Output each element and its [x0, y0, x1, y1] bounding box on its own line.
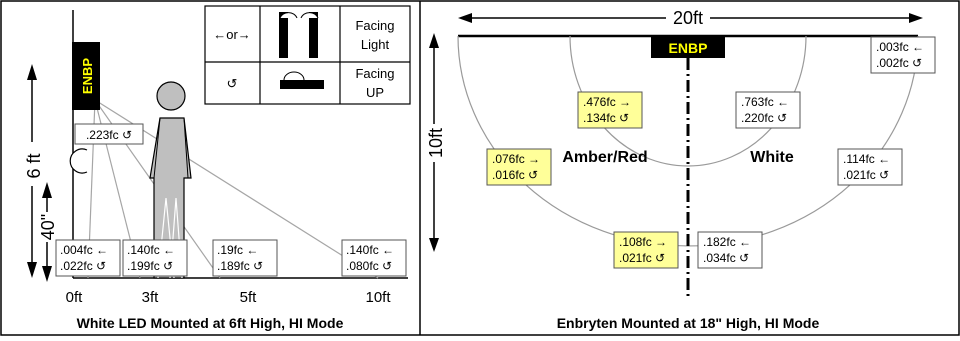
legend-label-facing: Facing	[355, 18, 394, 33]
sensor-flat-icon	[280, 71, 324, 89]
arrow-left-icon	[458, 13, 472, 23]
reading-line: .076fc →	[492, 152, 540, 166]
x-label-3ft: 3ft	[142, 289, 160, 306]
white-reading-bottom: .182fc ← .034fc ↺	[697, 231, 763, 269]
reading-line: .189fc ↺	[217, 259, 263, 273]
x-label-10ft: 10ft	[365, 289, 391, 306]
reading-line: .108fc →	[619, 235, 667, 249]
floor-reading-5ft: .19fc ← .189fc ↺	[212, 239, 278, 277]
amber-reading-bottom: .108fc → .021fc ↺	[613, 231, 679, 269]
reading-line: .199fc ↺	[127, 259, 173, 273]
floor-reading-10ft: .140fc ← .080fc ↺	[341, 239, 407, 277]
wall-reading: .223fc ↺	[74, 123, 144, 145]
amber-reading-inner: .476fc → .134fc ↺	[577, 91, 643, 129]
arrow-down-icon	[429, 238, 439, 252]
side-label-white: White	[750, 149, 794, 166]
fixture-label: ENBP	[669, 40, 708, 56]
arrow-right-icon	[909, 13, 923, 23]
height-6ft-label: 6 ft	[24, 153, 44, 178]
reading-line: .140fc ←	[346, 243, 394, 257]
legend: ←or→ Facing Light ↺ Facing UP	[204, 5, 411, 105]
width-label: 20ft	[673, 8, 703, 28]
side-label-amber-red: Amber/Red	[562, 149, 647, 166]
left-panel: 6 ft 40" ENBP	[22, 5, 411, 331]
arrow-down-icon	[42, 266, 52, 282]
x-label-0ft: 0ft	[66, 289, 84, 306]
fixture-enbp	[651, 36, 725, 58]
reading-line: .021fc ↺	[619, 251, 665, 265]
floor-reading-0ft: .004fc ← .022fc ↺	[55, 239, 121, 277]
reading-line: .182fc ←	[703, 235, 751, 249]
outlet-icon	[69, 148, 88, 174]
left-caption: White LED Mounted at 6ft High, HI Mode	[77, 315, 344, 331]
reading-line: .016fc ↺	[492, 168, 538, 182]
right-panel: 20ft 10ft ENBP Amber/Red White .476fc → …	[424, 8, 936, 331]
reading-line: .763fc ←	[741, 95, 789, 109]
reading-line: .140fc ←	[127, 243, 175, 257]
reading-line: .476fc →	[583, 95, 631, 109]
arrow-down-icon	[27, 262, 37, 278]
reading-line: .004fc ←	[60, 243, 108, 257]
legend-label-up: UP	[366, 85, 384, 100]
arrow-up-icon	[42, 182, 52, 198]
fixture-enbp	[72, 42, 100, 110]
fixture-label: ENBP	[80, 58, 95, 94]
legend-symbol-facing-up: ↺	[227, 76, 238, 91]
white-reading-outer: .114fc ← .021fc ↺	[837, 148, 903, 186]
reading-line: .034fc ↺	[703, 251, 749, 265]
amber-reading-outer: .076fc → .016fc ↺	[486, 148, 552, 186]
reading-line: .220fc ↺	[741, 111, 787, 125]
arrow-up-icon	[429, 33, 439, 48]
reading-line: .003fc ←	[876, 40, 924, 54]
legend-label-light: Light	[361, 37, 390, 52]
reading-line: .022fc ↺	[60, 259, 106, 273]
reading-line: .19fc ←	[217, 243, 258, 257]
reading-line: .080fc ↺	[346, 259, 392, 273]
legend-symbol-facing-light: ←or→	[213, 27, 251, 42]
white-reading-inner: .763fc ← .220fc ↺	[735, 91, 801, 129]
right-caption: Enbryten Mounted at 18" High, HI Mode	[557, 315, 820, 331]
reading-line: .002fc ↺	[876, 56, 922, 70]
white-reading-corner: .003fc ← .002fc ↺	[870, 36, 936, 74]
x-label-5ft: 5ft	[240, 289, 258, 306]
height-40in-label: 40"	[38, 214, 58, 240]
person-figure	[149, 81, 192, 279]
wall-reading-value: .223fc ↺	[86, 128, 132, 142]
height-label: 10ft	[426, 128, 446, 158]
floor-reading-3ft: .140fc ← .199fc ↺	[122, 239, 188, 277]
reading-line: .021fc ↺	[843, 168, 889, 182]
sensor-vertical-icon	[279, 12, 319, 58]
arrow-up-icon	[27, 64, 37, 80]
reading-line: .134fc ↺	[583, 111, 629, 125]
reading-line: .114fc ←	[843, 152, 890, 166]
legend-label-facing: Facing	[355, 66, 394, 81]
